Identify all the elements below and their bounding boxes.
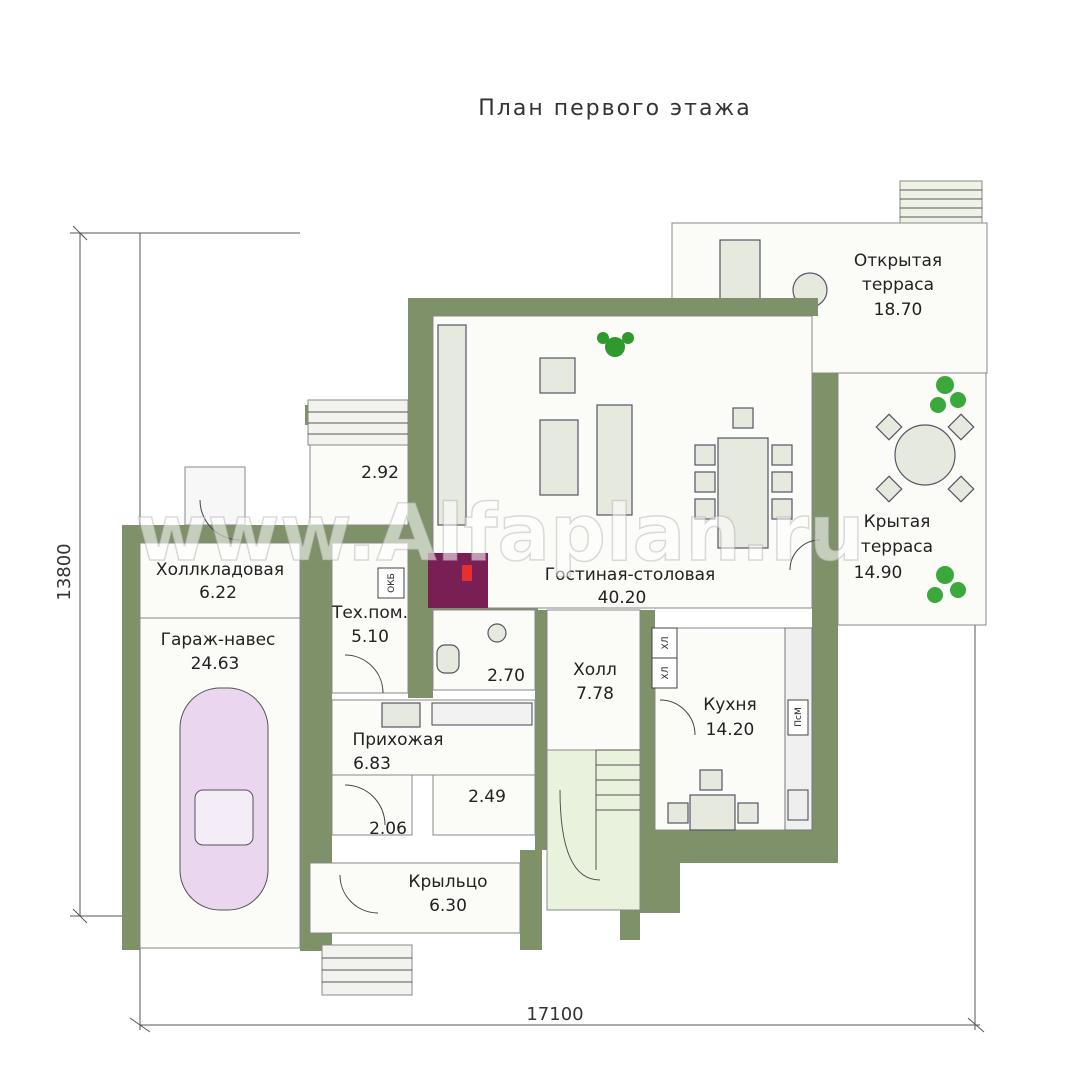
terrace-steps [899, 180, 983, 224]
fireplace [428, 553, 488, 608]
plant-icon [927, 376, 966, 603]
boiler-marker: ОКБ [387, 573, 397, 593]
plan-title: План первого этажа [478, 96, 751, 121]
sofa [596, 404, 633, 516]
terrace-chair [947, 413, 975, 441]
dining-chairs [694, 407, 793, 520]
stove [787, 789, 809, 821]
fridge-1 [651, 627, 678, 659]
living-dining-label: Гостиная-столовая [545, 565, 716, 585]
dimension-width: 17100 [526, 1004, 583, 1025]
fire-icon [462, 565, 472, 581]
entrance-hall-label: Прихожая [352, 730, 443, 750]
boiler [377, 567, 405, 599]
hall-area: 7.78 [576, 684, 614, 704]
dining-table [717, 437, 769, 549]
open-terrace-area: 18.70 [874, 300, 923, 320]
covered-terrace-area: 14.90 [854, 563, 903, 583]
staircase [546, 749, 641, 911]
doors [199, 499, 821, 914]
hall-label: Холл [573, 660, 617, 680]
storage-hall-area: 6.22 [199, 583, 237, 603]
wardrobe-area: 2.49 [468, 787, 506, 807]
kitchen-chair [667, 802, 689, 824]
tech-room-label: Тех.пом. [331, 603, 408, 623]
fridge-marker-2: ХЛ [661, 667, 671, 680]
living-dining-area: 40.20 [598, 588, 647, 608]
kitchen-label: Кухня [703, 695, 757, 715]
dishwasher-marker: ПсМ [794, 707, 804, 726]
sink [487, 623, 507, 643]
kitchen-table [689, 794, 736, 831]
wardrobe [432, 774, 536, 836]
watermark: www.Alfaplan.ru [136, 489, 865, 579]
terrace-round-table [894, 424, 956, 486]
armchair [539, 357, 576, 394]
front-steps-lines [322, 957, 412, 983]
porch-area: 6.30 [429, 896, 467, 916]
covered-terrace-label: Крытая [864, 512, 931, 532]
hanger-rack [431, 702, 533, 726]
terrace-chair [947, 475, 975, 503]
covered-terrace-label-2: терраса [861, 537, 933, 557]
plant-icon [597, 332, 634, 357]
bathroom-area: 2.70 [487, 666, 525, 686]
car-roof [194, 789, 254, 846]
tech-room-area: 5.10 [351, 627, 389, 647]
kitchen-area: 14.20 [706, 720, 755, 740]
terrace-chair [875, 413, 903, 441]
fridge-2 [651, 657, 678, 689]
garage-area: 24.63 [191, 654, 240, 674]
front-porch [309, 862, 521, 934]
dimension-height: 13800 [54, 543, 75, 600]
rear-steps-lines [308, 411, 408, 435]
toilet [436, 644, 460, 674]
vestibule-area: 2.92 [361, 463, 399, 483]
dishwasher [787, 699, 809, 736]
fridge-marker-1: ХЛ [661, 637, 671, 650]
stair-lines [559, 749, 640, 881]
storage-hall [139, 542, 301, 619]
tv-cabinet [437, 324, 467, 526]
porch-label: Крыльцо [408, 872, 487, 892]
garage-label: Гараж-навес [161, 630, 276, 650]
kitchen-chair [699, 769, 723, 791]
shoe-cabinet [381, 702, 421, 728]
storage-hall-label: Холлкладовая [156, 560, 284, 580]
open-terrace-label-2: терраса [862, 275, 934, 295]
open-terrace-label: Открытая [854, 251, 942, 271]
side-porch [184, 466, 246, 526]
terrace-chair [875, 475, 903, 503]
storage-closet-area: 2.06 [369, 819, 407, 839]
entrance-hall-area: 6.83 [353, 754, 391, 774]
kitchen-chair [737, 802, 759, 824]
terrace-steps-lines [900, 189, 982, 218]
coffee-table [539, 419, 579, 496]
